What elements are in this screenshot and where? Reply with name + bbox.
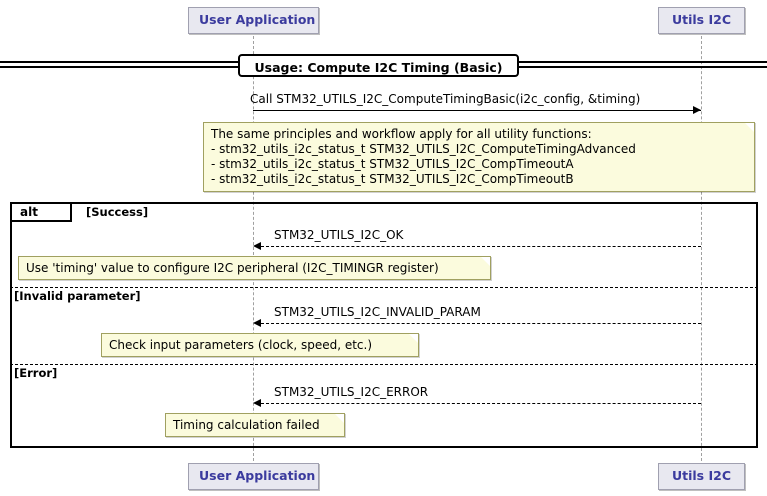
alt-separator-1 <box>10 287 758 288</box>
alt-condition-error: [Error] <box>14 366 58 380</box>
diagram-title: Usage: Compute I2C Timing (Basic) <box>238 54 519 77</box>
message-arrowhead-right-1 <box>693 106 701 114</box>
alt-fragment-label: alt <box>20 205 38 219</box>
message-label-error: STM32_UTILS_I2C_ERROR <box>274 385 429 399</box>
message-label-compute-timing-basic: Call STM32_UTILS_I2C_ComputeTimingBasic(… <box>250 92 641 106</box>
message-line-ok <box>261 246 701 247</box>
note-utility-functions: The same principles and workflow apply f… <box>203 122 755 192</box>
note-fold-icon <box>745 123 754 132</box>
message-line-compute-timing-basic <box>253 110 701 111</box>
note-use-timing-value: Use 'timing' value to configure I2C peri… <box>18 256 491 280</box>
participant-user-application[interactable]: User Application <box>188 7 319 34</box>
alt-condition-invalid-parameter: [Invalid parameter] <box>14 289 141 303</box>
alt-fragment <box>10 202 758 448</box>
alt-condition-success: [Success] <box>86 205 149 219</box>
note-check-input-parameters: Check input parameters (clock, speed, et… <box>101 333 419 357</box>
note-fold-icon <box>481 257 490 266</box>
note-timing-calculation-failed: Timing calculation failed <box>165 413 345 437</box>
message-line-error <box>261 403 701 404</box>
note-fold-icon <box>335 414 344 423</box>
participant-footer-user-application[interactable]: User Application <box>188 463 319 490</box>
message-arrowhead-left-2 <box>253 242 261 250</box>
message-label-invalid-param: STM32_UTILS_I2C_INVALID_PARAM <box>274 305 481 319</box>
alt-separator-2 <box>10 364 758 365</box>
participant-utils-i2c[interactable]: Utils I2C <box>658 7 745 34</box>
note-fold-icon <box>409 334 418 343</box>
message-label-ok: STM32_UTILS_I2C_OK <box>274 228 404 242</box>
lifeline-utils-i2c <box>701 36 702 461</box>
alt-fragment-tab <box>10 202 72 222</box>
message-arrowhead-left-3 <box>253 319 261 327</box>
message-line-invalid-param <box>261 323 701 324</box>
message-arrowhead-left-4 <box>253 399 261 407</box>
participant-footer-utils-i2c[interactable]: Utils I2C <box>658 463 745 490</box>
